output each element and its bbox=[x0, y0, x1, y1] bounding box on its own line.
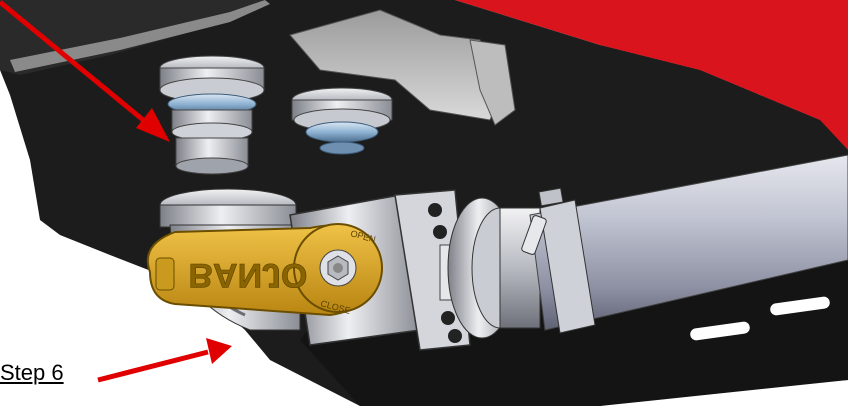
callout-arrow-top bbox=[0, 0, 170, 142]
hose bbox=[529, 154, 848, 331]
hose-clamp bbox=[521, 187, 596, 334]
bulkhead-fitting-small bbox=[291, 87, 393, 155]
bulkhead-fitting-large bbox=[159, 55, 265, 175]
frame-rail-edge bbox=[10, 0, 270, 72]
tank-red-body bbox=[455, 0, 848, 195]
frame-slot-2 bbox=[770, 296, 830, 316]
hose-coupling bbox=[447, 197, 541, 339]
step-6-label: Step 6 bbox=[0, 360, 64, 385]
handle-brand-text: BANJO bbox=[188, 256, 307, 294]
frame-slot-1 bbox=[690, 321, 750, 341]
channel-bracket-flange bbox=[469, 39, 516, 126]
callout-arrow-step6 bbox=[97, 338, 232, 383]
valve-handle bbox=[146, 223, 383, 317]
